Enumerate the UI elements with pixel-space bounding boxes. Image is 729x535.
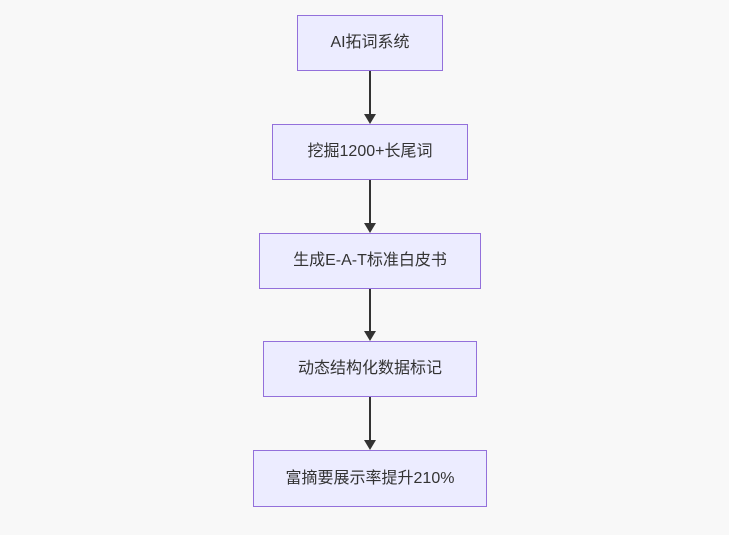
arrowhead-down-icon xyxy=(364,114,376,124)
flowchart-node-mine-longtail-keywords: 挖掘1200+长尾词 xyxy=(272,124,468,180)
edge-connector-2 xyxy=(364,180,376,233)
edge-line xyxy=(369,71,371,115)
edge-connector-1 xyxy=(364,71,376,124)
node-label: 动态结构化数据标记 xyxy=(297,360,442,378)
node-label: 富摘要展示率提升210% xyxy=(285,469,455,487)
node-label: AI拓词系统 xyxy=(330,34,410,52)
flowchart-node-rich-snippet-rate-increase: 富摘要展示率提升210% xyxy=(253,450,487,507)
node-label: 生成E-A-T标准白皮书 xyxy=(293,252,447,270)
edge-line xyxy=(369,289,371,332)
edge-connector-3 xyxy=(364,289,376,341)
edge-connector-4 xyxy=(364,397,376,450)
flowchart-node-generate-eat-whitepaper: 生成E-A-T标准白皮书 xyxy=(259,233,481,289)
flowchart-node-ai-word-expansion-system: AI拓词系统 xyxy=(297,15,443,71)
flowchart-node-dynamic-structured-data: 动态结构化数据标记 xyxy=(263,341,477,397)
arrowhead-down-icon xyxy=(364,331,376,341)
arrowhead-down-icon xyxy=(364,440,376,450)
node-label: 挖掘1200+长尾词 xyxy=(307,143,433,161)
edge-line xyxy=(369,397,371,441)
edge-line xyxy=(369,180,371,224)
arrowhead-down-icon xyxy=(364,223,376,233)
